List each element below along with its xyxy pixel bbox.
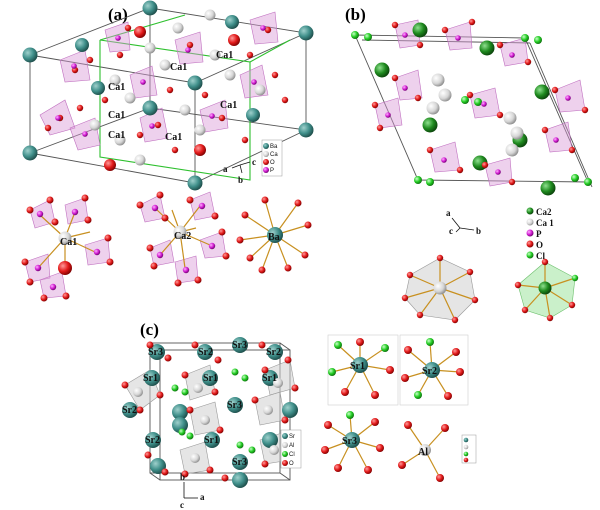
svg-text:Ca2: Ca2 xyxy=(536,207,552,217)
coordination-label-ca1: Ca1 xyxy=(60,237,77,248)
svg-text:Cl: Cl xyxy=(289,452,295,458)
svg-text:P: P xyxy=(536,229,542,239)
panel-c-label: (c) xyxy=(140,320,159,339)
panel-b-ca2-polyhedron xyxy=(514,258,579,322)
panel-a-ca1-coordination: Ca1 xyxy=(21,194,114,302)
coordination-label-sr3: Sr3 xyxy=(342,436,357,447)
atom-label-ca1: Ca1 xyxy=(108,82,125,93)
svg-text:O: O xyxy=(289,461,294,467)
coordination-label-al: Al xyxy=(418,447,428,458)
svg-text:Sr2: Sr2 xyxy=(122,405,137,416)
svg-text:Sr2: Sr2 xyxy=(145,435,160,446)
panel-b-axes: a c b xyxy=(446,208,481,236)
svg-text:Sr3: Sr3 xyxy=(232,457,247,468)
svg-text:Sr3: Sr3 xyxy=(232,340,247,351)
panel-a-label: (a) xyxy=(108,5,128,24)
panel-b-phosphate-tetrahedra xyxy=(374,19,586,187)
svg-text:Ca: Ca xyxy=(270,152,278,158)
panel-c: (c) xyxy=(121,320,477,510)
panel-c-cell-labels: Sr3 Sr2 Sr3 Sr2 Sr1 Sr1 Sr1 Sr2 Sr3 Sr2 … xyxy=(122,340,281,468)
coordination-label-sr2: Sr2 xyxy=(422,366,437,377)
atom-label-ca1: Ca1 xyxy=(170,62,187,73)
panel-b-legend: Ca2 Ca 1 P O Cl xyxy=(526,207,554,261)
panel-c-sr2-coordination: Sr2 xyxy=(399,334,469,406)
atom-label-ca1: Ca1 xyxy=(108,110,125,121)
svg-text:Sr1: Sr1 xyxy=(203,373,218,384)
panel-a-atom-labels: Ca1 Ca1 Ca1 Ca1 Ca1 Ca1 Ca1 xyxy=(108,50,237,143)
svg-text:a: a xyxy=(223,164,228,174)
svg-text:Sr1: Sr1 xyxy=(143,373,158,384)
panel-c-legend: Sr Al Cl O xyxy=(280,429,302,469)
svg-text:c: c xyxy=(252,157,256,167)
svg-text:O: O xyxy=(270,160,275,166)
svg-text:Sr3: Sr3 xyxy=(148,347,163,358)
svg-text:b: b xyxy=(476,226,481,236)
svg-text:a: a xyxy=(446,208,451,218)
svg-text:Ca 1: Ca 1 xyxy=(536,218,554,228)
panel-c-al-coordination: Al xyxy=(398,421,477,482)
svg-text:b: b xyxy=(238,175,243,185)
svg-text:c: c xyxy=(449,226,453,236)
svg-text:Sr3: Sr3 xyxy=(227,400,242,411)
atom-label-ca1: Ca1 xyxy=(220,100,237,111)
svg-text:Al: Al xyxy=(289,443,294,449)
svg-text:Sr: Sr xyxy=(289,434,295,440)
panel-a-ba-coordination: Ba xyxy=(236,196,312,274)
panel-b-label: (b) xyxy=(345,5,366,24)
panel-a-ca2-coordination: Ca2 xyxy=(136,191,230,287)
panel-c-atoms xyxy=(121,337,299,488)
panel-b: (b) xyxy=(345,5,593,324)
atom-label-ca1: Ca1 xyxy=(165,132,182,143)
svg-text:Ba: Ba xyxy=(270,144,278,150)
svg-text:Sr2: Sr2 xyxy=(266,347,281,358)
svg-text:c: c xyxy=(180,500,184,510)
coordination-label-ca2: Ca2 xyxy=(174,231,191,242)
svg-text:Cl: Cl xyxy=(536,251,545,261)
panel-a-atoms xyxy=(22,0,314,191)
panel-c-sr1-coordination: Sr1 xyxy=(327,334,399,406)
panel-c-sr3-coordination: Sr3 xyxy=(321,411,384,474)
svg-text:Sr1: Sr1 xyxy=(204,435,219,446)
svg-text:Sr2: Sr2 xyxy=(198,347,213,358)
atom-label-ca1: Ca1 xyxy=(216,50,233,61)
panel-a: (a) xyxy=(21,0,314,302)
panel-b-atoms xyxy=(351,18,592,196)
svg-text:b: b xyxy=(180,472,185,482)
panel-a-phosphate-tetrahedra xyxy=(39,11,279,151)
panel-a-axes: a c b xyxy=(223,157,256,185)
panel-a-legend: Ba Ca O P xyxy=(261,139,283,177)
svg-text:O: O xyxy=(536,240,543,250)
panel-c-axes: b a c xyxy=(180,472,205,510)
coordination-label-ba: Ba xyxy=(268,232,280,243)
panel-b-ca1-polyhedron xyxy=(401,254,479,324)
svg-text:Sr1: Sr1 xyxy=(262,373,277,384)
svg-text:a: a xyxy=(200,492,205,502)
atom-label-ca1: Ca1 xyxy=(108,130,125,141)
svg-text:P: P xyxy=(270,168,274,174)
coordination-label-sr1: Sr1 xyxy=(350,361,365,372)
